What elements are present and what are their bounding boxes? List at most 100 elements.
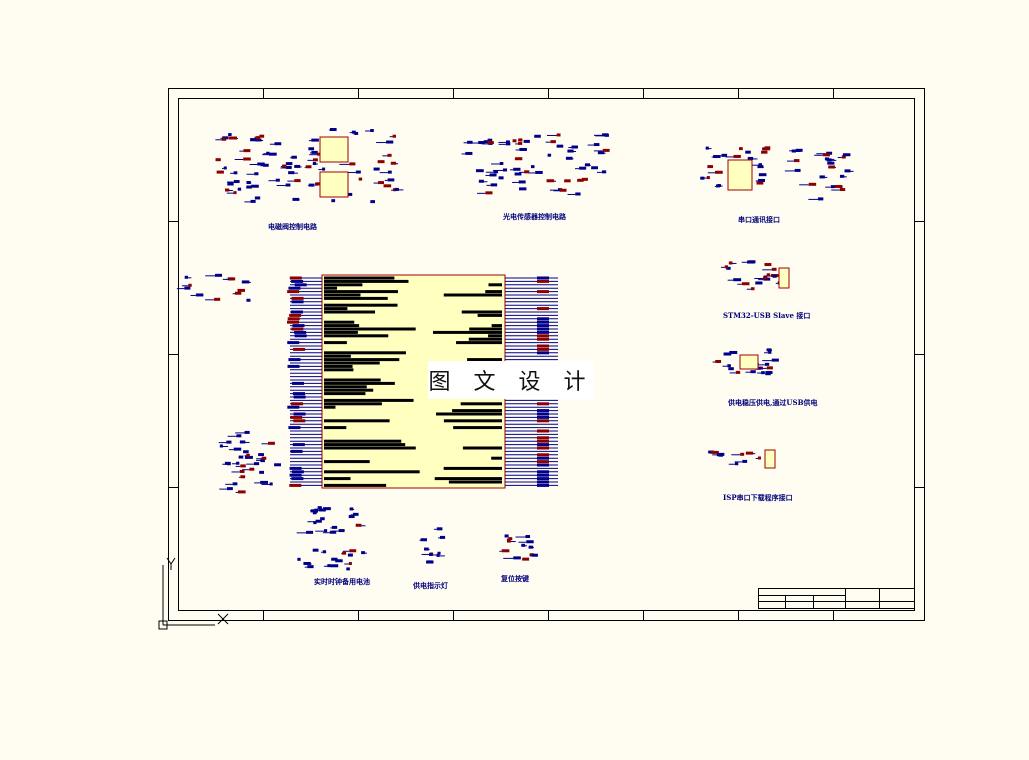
component <box>195 293 204 297</box>
pin-name <box>324 419 390 423</box>
component <box>593 143 600 147</box>
component <box>734 462 739 466</box>
component <box>765 370 773 374</box>
component <box>246 181 251 185</box>
component <box>241 280 250 284</box>
component <box>429 552 433 556</box>
component <box>303 561 311 565</box>
net-label <box>290 415 303 419</box>
component <box>733 154 741 158</box>
net-label <box>291 327 304 331</box>
component <box>240 475 246 479</box>
label-power: 供电稳压供电,通过USB供电 <box>727 398 818 407</box>
net-label <box>537 446 549 450</box>
label-reset: 复位按键 <box>500 574 529 583</box>
component <box>602 133 609 137</box>
component <box>728 261 733 265</box>
component <box>307 565 314 569</box>
component <box>275 178 280 182</box>
component <box>841 155 846 159</box>
label-uart: 串口通讯接口 <box>738 215 780 224</box>
net-label <box>291 470 304 474</box>
net-label <box>537 483 549 487</box>
pin-name <box>324 460 370 464</box>
isp-header <box>764 449 776 469</box>
component <box>347 553 353 557</box>
component <box>390 161 397 165</box>
component <box>844 169 851 173</box>
net-label <box>291 296 304 300</box>
pin-name <box>462 446 502 450</box>
pin-name <box>324 426 347 430</box>
component <box>758 163 763 167</box>
component <box>504 534 509 538</box>
component <box>705 146 709 150</box>
component <box>739 147 743 151</box>
pin-name <box>324 354 351 358</box>
component <box>254 136 260 140</box>
component <box>318 508 326 512</box>
component <box>394 187 399 191</box>
component <box>602 148 610 152</box>
component <box>530 165 535 169</box>
component <box>436 553 440 557</box>
component <box>338 529 345 533</box>
component <box>386 140 394 144</box>
component <box>237 288 246 292</box>
pin-name <box>491 456 502 460</box>
component <box>795 148 803 152</box>
component <box>263 163 269 167</box>
component <box>335 559 343 563</box>
net-label <box>289 466 302 470</box>
net-label <box>288 286 301 290</box>
net-label <box>537 473 549 477</box>
component <box>436 527 443 531</box>
component <box>260 480 268 484</box>
net-label <box>537 307 549 311</box>
component <box>424 547 429 551</box>
pin-name <box>324 330 358 334</box>
component <box>834 184 843 188</box>
component <box>370 200 376 204</box>
component <box>521 543 526 547</box>
component <box>331 199 336 203</box>
net-label <box>537 347 549 351</box>
component <box>236 434 242 438</box>
component <box>392 134 397 138</box>
net-label <box>291 300 304 304</box>
component <box>387 178 395 182</box>
component <box>487 141 494 145</box>
component <box>373 167 380 171</box>
component <box>250 199 256 203</box>
db9-connector <box>784 148 854 201</box>
pin-name <box>324 310 376 314</box>
component <box>285 162 293 166</box>
sensor-circuit <box>461 133 610 196</box>
component <box>305 165 312 169</box>
net-label <box>292 443 305 447</box>
net-label <box>287 290 300 294</box>
component <box>246 298 251 302</box>
net-label <box>289 313 302 317</box>
net-label <box>537 344 549 348</box>
pin-name <box>324 334 389 338</box>
pin-name <box>456 341 502 345</box>
label-valve: 电磁阀控制电路 <box>268 222 318 231</box>
label-usb: STM32-USB Slave 接口 <box>723 311 810 320</box>
net-label <box>537 456 549 460</box>
component <box>793 159 800 163</box>
component <box>254 172 259 176</box>
component <box>839 174 845 178</box>
led-circuit <box>419 527 446 564</box>
pin-name <box>324 368 354 372</box>
net-label <box>537 320 549 324</box>
component <box>556 133 561 137</box>
component <box>216 170 224 174</box>
component <box>233 180 240 184</box>
isp-circuit <box>708 450 774 466</box>
component <box>292 197 300 201</box>
pin-name <box>324 392 366 396</box>
component <box>378 181 384 185</box>
component <box>716 184 720 188</box>
component <box>215 273 223 277</box>
